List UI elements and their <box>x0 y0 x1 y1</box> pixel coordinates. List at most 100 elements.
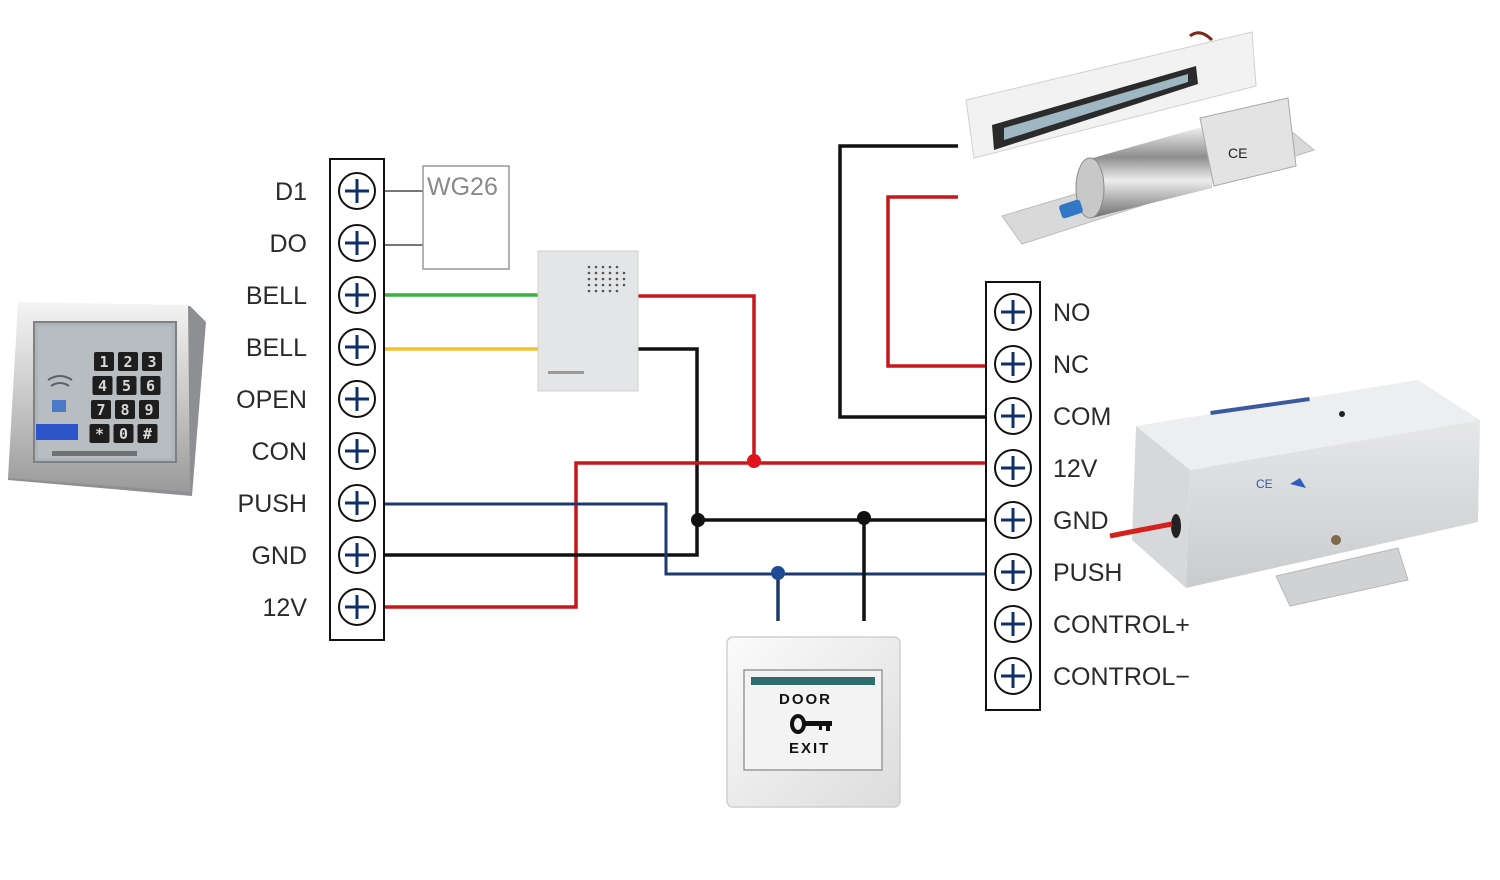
power-terminal-control[interactable]: CONTROL+ <box>994 605 1190 643</box>
keypad-key-0: 0 <box>113 424 134 443</box>
wire-gnd-black <box>384 518 988 557</box>
grille-hole <box>615 277 619 281</box>
card-icon <box>52 400 66 412</box>
svg-text:5: 5 <box>122 377 131 395</box>
controller-terminal-label: OPEN <box>236 386 307 414</box>
power-terminal-block: NO NC COM 12V GND PUSH CONTROL+ CONTROL− <box>985 281 1190 711</box>
controller-terminal-bell[interactable]: BELL <box>246 328 376 366</box>
controller-terminal-label: 12V <box>263 594 308 622</box>
grille-hole <box>594 265 598 269</box>
speaker-grille-icon <box>587 265 626 293</box>
power-ce-mark: CE <box>1256 477 1273 491</box>
controller-terminal-label: BELL <box>246 334 307 362</box>
svg-text:9: 9 <box>144 401 153 419</box>
keypad-key-9: 9 <box>139 400 159 419</box>
key-icon <box>790 714 832 734</box>
power-terminal-control[interactable]: CONTROL− <box>994 657 1190 695</box>
svg-text:4: 4 <box>98 377 107 395</box>
grille-hole <box>608 289 612 293</box>
controller-terminal-gnd[interactable]: GND <box>251 536 376 574</box>
lcd-display <box>36 424 78 440</box>
power-terminal-12v[interactable]: 12V <box>994 449 1098 487</box>
rfid-wave-icon <box>47 375 73 387</box>
grille-hole <box>622 277 626 281</box>
power-terminal-label: CONTROL− <box>1053 663 1190 691</box>
grille-hole <box>615 265 619 269</box>
controller-terminal-do[interactable]: DO <box>270 224 376 262</box>
svg-text:2: 2 <box>123 353 132 371</box>
grille-hole <box>608 265 612 269</box>
electric-locks: CE <box>965 31 1316 245</box>
grille-hole <box>587 265 591 269</box>
grille-hole <box>615 271 619 275</box>
grille-hole <box>608 283 612 287</box>
wg26-label: WG26 <box>427 173 498 201</box>
power-terminal-label: NC <box>1053 351 1089 379</box>
grille-hole <box>587 271 591 275</box>
power-terminal-label: 12V <box>1053 455 1098 483</box>
power-terminal-label: COM <box>1053 403 1111 431</box>
wire-12v-red <box>384 461 988 609</box>
exit-button[interactable]: DOOR EXIT <box>726 636 901 808</box>
grille-hole <box>587 283 591 287</box>
grille-hole <box>615 289 619 293</box>
controller-terminal-label: BELL <box>246 282 307 310</box>
svg-text:0: 0 <box>119 425 128 443</box>
keypad-key-3: 3 <box>142 352 162 371</box>
controller-terminal-label: GND <box>251 542 307 570</box>
grille-hole <box>594 283 598 287</box>
grille-hole <box>601 271 605 275</box>
wire-doorbell-red <box>637 294 756 463</box>
controller-terminal-label: D1 <box>275 178 307 206</box>
doorbell <box>537 250 639 392</box>
svg-text:6: 6 <box>146 377 155 395</box>
controller-terminal-open[interactable]: OPEN <box>236 380 376 418</box>
keypad-key-7: 7 <box>91 400 111 419</box>
controller-terminal-d1[interactable]: D1 <box>275 172 376 210</box>
junction-red <box>747 454 761 468</box>
lock-ce-mark: CE <box>1228 145 1247 161</box>
grille-hole <box>587 289 591 293</box>
controller-terminal-12v[interactable]: 12V <box>263 588 376 626</box>
power-terminal-label: PUSH <box>1053 559 1122 587</box>
svg-text:3: 3 <box>147 353 156 371</box>
grille-hole <box>601 283 605 287</box>
power-terminal-no[interactable]: NO <box>994 293 1091 331</box>
power-terminal-label: NO <box>1053 299 1091 327</box>
grille-hole <box>615 283 619 287</box>
power-terminal-com[interactable]: COM <box>994 397 1111 435</box>
controller-terminal-label: DO <box>270 230 308 258</box>
junction-black-left <box>691 513 705 527</box>
grille-hole <box>601 265 605 269</box>
grille-hole <box>622 271 626 275</box>
controller-terminal-push[interactable]: PUSH <box>238 484 376 522</box>
grille-hole <box>594 289 598 293</box>
keypad-key-4: 4 <box>92 376 113 395</box>
junction-black-right <box>857 511 871 525</box>
svg-text:8: 8 <box>120 401 129 419</box>
wire-doorbell-black <box>637 347 699 520</box>
wire-push-blue <box>384 502 988 576</box>
power-supply-control-box: CE <box>1109 380 1480 607</box>
grille-hole <box>608 271 612 275</box>
power-terminal-gnd[interactable]: GND <box>994 501 1109 539</box>
controller-terminal-label: CON <box>251 438 307 466</box>
keypad-key-hash: # <box>137 424 158 443</box>
exit-button-exit-text: EXIT <box>789 740 830 757</box>
power-terminal-label: CONTROL+ <box>1053 611 1190 639</box>
power-terminal-push[interactable]: PUSH <box>994 553 1122 591</box>
svg-text:#: # <box>143 425 152 443</box>
controller-terminal-con[interactable]: CON <box>251 432 376 470</box>
keypad-key-1: 1 <box>94 352 114 371</box>
grille-hole <box>587 277 591 281</box>
keypad-key-5: 5 <box>116 376 137 395</box>
keypad-key-star: * <box>89 424 110 443</box>
grille-hole <box>622 283 626 287</box>
wire-lock-red-nc <box>886 195 988 368</box>
svg-text:7: 7 <box>96 401 105 419</box>
power-terminal-nc[interactable]: NC <box>994 345 1089 383</box>
controller-terminal-bell[interactable]: BELL <box>246 276 376 314</box>
grille-hole <box>594 277 598 281</box>
keypad-key-8: 8 <box>115 400 135 419</box>
